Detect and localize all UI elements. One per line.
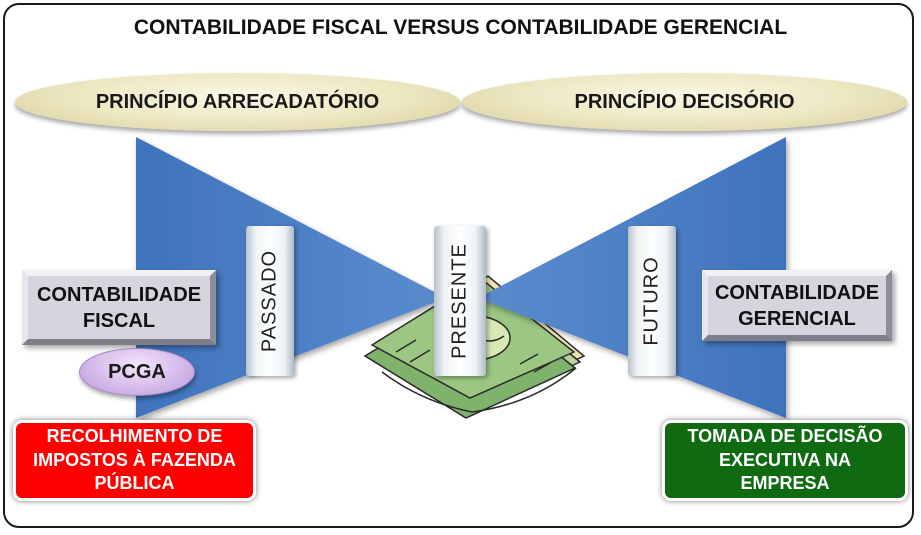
managerial-accounting-line-1: CONTABILIDADE xyxy=(714,281,880,304)
managerial-outcome-line-3: EMPRESA xyxy=(740,473,830,494)
managerial-outcome-line-2: EXECUTIVA NA xyxy=(718,449,851,470)
managerial-accounting-line-2: GERENCIAL xyxy=(738,307,856,330)
future-label: FUTURO xyxy=(640,256,663,346)
pcga-label: PCGA xyxy=(108,360,166,383)
past-label: PASSADO xyxy=(258,249,281,353)
past-label-box: PASSADO xyxy=(246,226,294,376)
pcga-badge: PCGA xyxy=(79,348,195,396)
managerial-accounting-box: CONTABILIDADE GERENCIAL xyxy=(702,270,892,341)
present-label-box: PRESENTE xyxy=(434,226,486,376)
future-label-box: FUTURO xyxy=(628,226,676,376)
present-label: PRESENTE xyxy=(448,243,471,359)
managerial-outcome-box: TOMADA DE DECISÃO EXECUTIVA NA EMPRESA xyxy=(662,420,908,501)
diagram-title: CONTABILIDADE FISCAL VERSUS CONTABILIDAD… xyxy=(133,16,788,39)
fiscal-accounting-box: CONTABILIDADE FISCAL xyxy=(22,270,216,345)
principle-right-label: PRINCÍPIO DECISÓRIO xyxy=(574,90,795,113)
fiscal-outcome-line-3: PÚBLICA xyxy=(94,473,175,494)
principle-left-label: PRINCÍPIO ARRECADATÓRIO xyxy=(95,90,380,113)
fiscal-outcome-box: RECOLHIMENTO DE IMPOSTOS À FAZENDA PÚBLI… xyxy=(13,420,256,501)
fiscal-accounting-line-1: CONTABILIDADE xyxy=(36,283,202,306)
principle-right: PRINCÍPIO DECISÓRIO xyxy=(462,73,907,131)
fiscal-outcome-line-1: RECOLHIMENTO DE xyxy=(46,425,223,446)
fiscal-outcome-line-2: IMPOSTOS À FAZENDA xyxy=(33,449,236,470)
principle-left: PRINCÍPIO ARRECADATÓRIO xyxy=(15,73,460,131)
managerial-outcome-line-1: TOMADA DE DECISÃO xyxy=(687,425,883,446)
fiscal-accounting-line-2: FISCAL xyxy=(82,309,156,332)
